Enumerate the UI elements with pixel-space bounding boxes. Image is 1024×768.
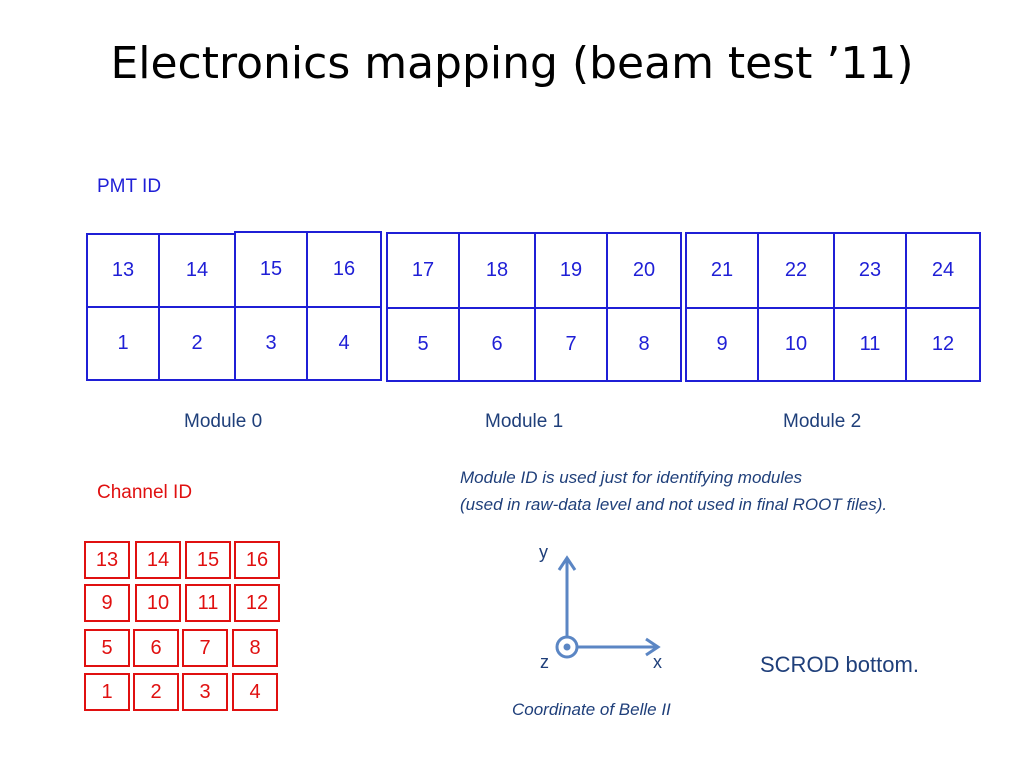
note-line-2: (used in raw-data level and not used in … <box>460 495 888 514</box>
pmt-id-label: PMT ID <box>97 176 162 197</box>
pmt-cell: 21 <box>685 232 759 309</box>
z-axis-dot <box>563 643 571 651</box>
pmt-cell: 4 <box>306 306 382 381</box>
pmt-cell: 2 <box>158 306 236 381</box>
channel-cell: 5 <box>84 629 130 667</box>
pmt-cell: 8 <box>606 307 682 382</box>
slide-title: Electronics mapping (beam test ’11) <box>110 38 914 89</box>
pmt-cell: 18 <box>458 232 536 309</box>
pmt-cell: 6 <box>458 307 536 382</box>
module-id-note: Module ID is used just for identifying m… <box>460 464 887 518</box>
module-0-label: Module 0 <box>184 411 263 432</box>
pmt-cell: 22 <box>757 232 835 309</box>
channel-cell: 16 <box>234 541 280 579</box>
pmt-cell: 15 <box>234 231 308 308</box>
module-0-grid: 13 14 15 16 1 2 3 4 <box>86 231 382 381</box>
pmt-cell: 7 <box>534 307 608 382</box>
scrod-bottom-label: SCROD bottom. <box>760 652 919 677</box>
channel-cell: 7 <box>182 629 228 667</box>
channel-cell: 11 <box>185 584 231 622</box>
channel-cell: 14 <box>135 541 181 579</box>
coordinate-axes <box>555 555 661 659</box>
module-2-label: Module 2 <box>783 411 862 432</box>
channel-cell: 2 <box>133 673 179 711</box>
channel-cell: 15 <box>185 541 231 579</box>
channel-cell: 6 <box>133 629 179 667</box>
channel-cell: 1 <box>84 673 130 711</box>
module-1-label: Module 1 <box>485 411 564 432</box>
channel-cell: 12 <box>234 584 280 622</box>
x-arrowhead <box>645 637 661 657</box>
channel-cell: 13 <box>84 541 130 579</box>
pmt-cell: 9 <box>685 307 759 382</box>
channel-cell: 4 <box>232 673 278 711</box>
pmt-cell: 17 <box>386 232 460 309</box>
pmt-cell: 20 <box>606 232 682 309</box>
pmt-cell: 12 <box>905 307 981 382</box>
pmt-cell: 5 <box>386 307 460 382</box>
pmt-cell: 24 <box>905 232 981 309</box>
y-arrowhead <box>557 555 577 571</box>
channel-cell: 10 <box>135 584 181 622</box>
y-axis-label: y <box>539 542 548 562</box>
channel-id-label: Channel ID <box>97 482 193 503</box>
channel-cell: 3 <box>182 673 228 711</box>
pmt-cell: 10 <box>757 307 835 382</box>
pmt-cell: 14 <box>158 233 236 308</box>
pmt-cell: 1 <box>86 306 160 381</box>
coordinate-caption: Coordinate of Belle II <box>512 700 671 719</box>
pmt-cell: 16 <box>306 231 382 308</box>
channel-cell: 8 <box>232 629 278 667</box>
module-1-grid: 17 18 19 20 5 6 7 8 <box>386 232 682 382</box>
channel-cell: 9 <box>84 584 130 622</box>
z-axis-label: z <box>540 652 549 672</box>
note-line-1: Module ID is used just for identifying m… <box>460 468 803 487</box>
pmt-cell: 3 <box>234 306 308 381</box>
x-axis-label: x <box>653 652 662 672</box>
pmt-cell: 11 <box>833 307 907 382</box>
pmt-cell: 19 <box>534 232 608 309</box>
pmt-cell: 23 <box>833 232 907 309</box>
pmt-cell: 13 <box>86 233 160 308</box>
module-2-grid: 21 22 23 24 9 10 11 12 <box>685 232 981 382</box>
